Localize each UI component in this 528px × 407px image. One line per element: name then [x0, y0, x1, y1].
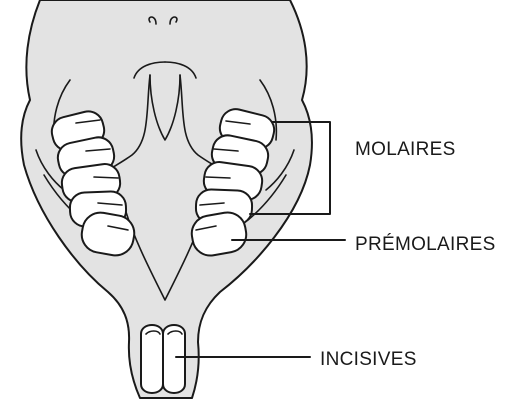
left-incisor — [141, 325, 163, 393]
label-incisives: INCISIVES — [320, 350, 417, 369]
label-molaires: MOLAIRES — [355, 140, 456, 159]
label-premolaires: PRÉMOLAIRES — [355, 235, 496, 254]
right-incisor — [163, 325, 185, 393]
incisors — [141, 325, 185, 393]
